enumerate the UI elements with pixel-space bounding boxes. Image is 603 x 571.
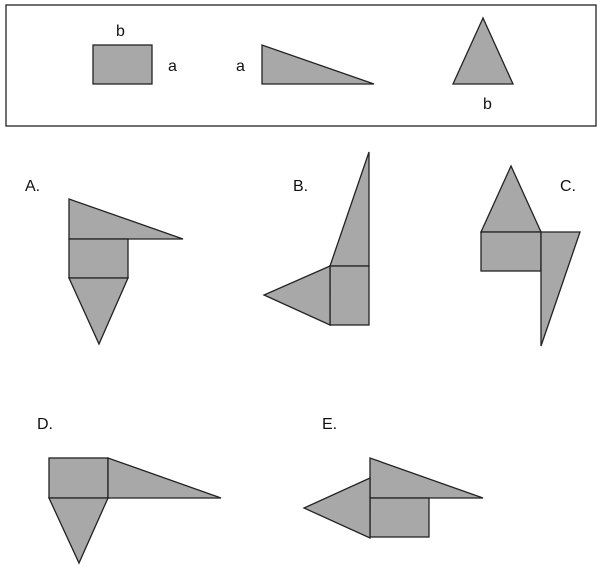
option-a-triangle bbox=[67, 277, 129, 346]
option-c-triangle bbox=[479, 164, 543, 233]
option-b-triangle bbox=[262, 265, 331, 327]
option-d-triangle bbox=[47, 497, 110, 565]
legend-right-triangle bbox=[261, 44, 375, 85]
option-a-rectangle bbox=[68, 238, 129, 279]
option-e-rectangle bbox=[369, 497, 430, 538]
legend-frame bbox=[5, 4, 597, 127]
option-a-right-triangle bbox=[68, 198, 184, 240]
legend-isosceles-triangle bbox=[451, 16, 515, 85]
option-e: E. bbox=[302, 416, 484, 540]
option-e-right-triangle bbox=[369, 457, 484, 499]
legend-right-triangle-label: a bbox=[236, 58, 245, 75]
option-d: D. bbox=[37, 416, 222, 565]
option-c-right-triangle bbox=[540, 231, 581, 347]
legend-panel: b a a b bbox=[5, 4, 597, 127]
option-e-triangle bbox=[302, 476, 371, 540]
option-d-label: D. bbox=[37, 416, 53, 433]
legend-rectangle bbox=[92, 44, 153, 85]
legend-rect-side-label: a bbox=[168, 58, 177, 75]
option-d-right-triangle bbox=[107, 457, 222, 499]
option-a-label: A. bbox=[25, 178, 40, 195]
option-b: B. bbox=[262, 151, 370, 327]
option-c: C. bbox=[479, 164, 581, 347]
option-c-rectangle bbox=[480, 231, 542, 272]
option-d-rectangle bbox=[48, 457, 109, 499]
option-b-label: B. bbox=[293, 178, 308, 195]
option-c-label: C. bbox=[560, 178, 576, 195]
legend-triangle-base-label: b bbox=[483, 96, 492, 113]
option-e-label: E. bbox=[322, 416, 337, 433]
option-b-right-triangle bbox=[329, 151, 370, 267]
option-a: A. bbox=[25, 178, 184, 346]
legend-rect-top-label: b bbox=[116, 23, 125, 40]
option-b-rectangle bbox=[329, 265, 370, 326]
